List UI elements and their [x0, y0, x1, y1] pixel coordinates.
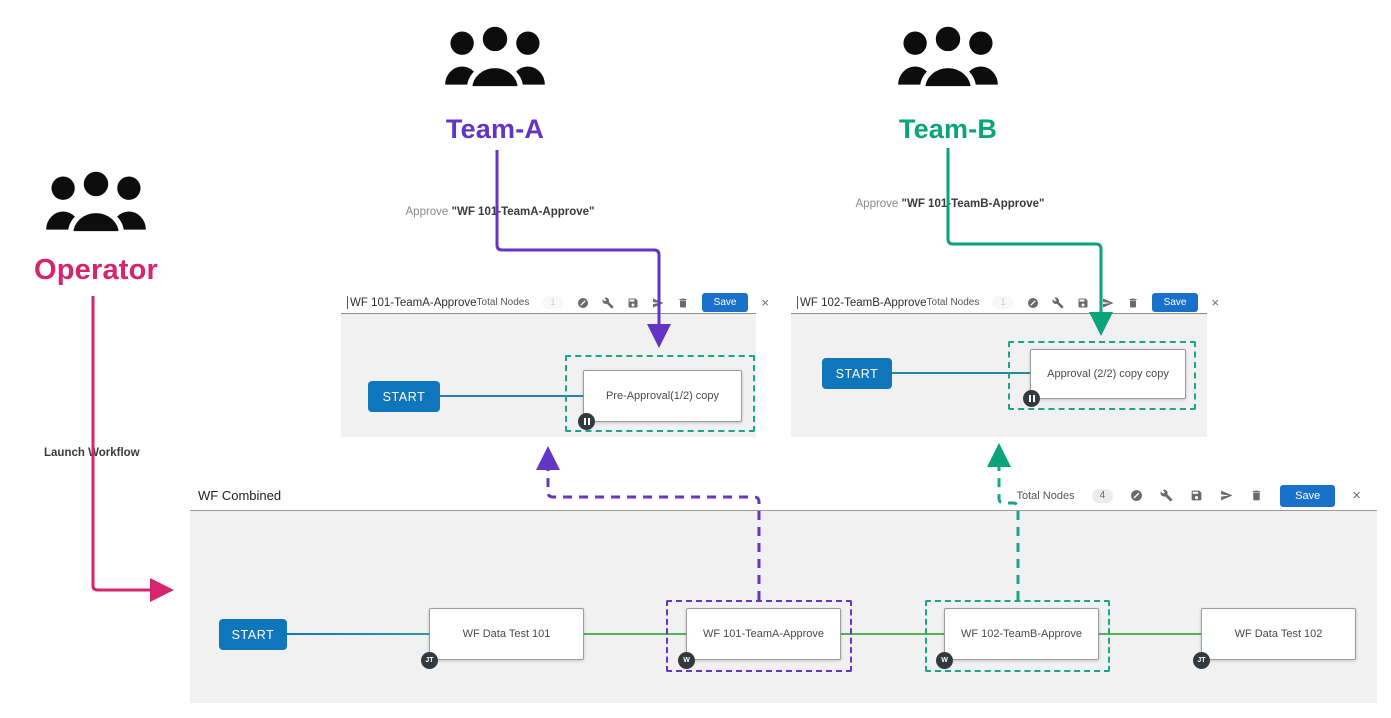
- launch-workflow-text: Launch Workflow: [44, 447, 140, 459]
- selection-box-teal: [925, 600, 1110, 672]
- node-type-badge: W: [936, 652, 953, 669]
- panel-wf101-title: WF 101-TeamA-Approve: [347, 296, 477, 309]
- team-a-label: Team-A: [445, 114, 545, 144]
- operator-label: Operator: [33, 254, 159, 286]
- selection-box-teal: [1008, 341, 1196, 410]
- panel-combined-title: WF Combined: [198, 488, 282, 503]
- panel-wf102-canvas: START Approval (2/2) copy copy: [791, 314, 1207, 437]
- node-type-badge: W: [678, 652, 695, 669]
- wrench-icon[interactable]: [1052, 297, 1064, 309]
- team-a-action-text: Approve "WF 101-TeamA-Approve": [405, 206, 595, 218]
- title-caret: [797, 296, 798, 309]
- selection-box-purple: [666, 600, 852, 672]
- pause-badge: [578, 413, 595, 430]
- start-node[interactable]: START: [219, 619, 287, 650]
- delete-icon[interactable]: [677, 297, 689, 309]
- validate-icon[interactable]: [577, 297, 589, 309]
- save-disk-icon[interactable]: [1077, 297, 1089, 309]
- edge-start-node: [892, 372, 1030, 374]
- send-icon[interactable]: [652, 297, 664, 309]
- title-caret: [347, 296, 348, 309]
- save-button[interactable]: Save: [701, 293, 749, 312]
- total-nodes-badge: 4: [1091, 488, 1114, 503]
- delete-icon[interactable]: [1250, 489, 1263, 502]
- total-nodes-label: Total Nodes: [1016, 489, 1075, 502]
- wrench-icon[interactable]: [602, 297, 614, 309]
- panel-combined-header: WF Combined Total Nodes 4 Save ×: [190, 481, 1377, 511]
- panel-wf101-header: WF 101-TeamA-Approve Total Nodes 1 Save …: [341, 292, 769, 314]
- save-disk-icon[interactable]: [1190, 489, 1203, 502]
- total-nodes-badge: 1: [542, 295, 564, 310]
- save-button[interactable]: Save: [1280, 484, 1336, 507]
- node-type-badge: JT: [421, 652, 438, 669]
- start-node[interactable]: START: [368, 381, 440, 412]
- arrow-operator-launch: [91, 296, 174, 602]
- team-b-label: Team-B: [898, 114, 998, 144]
- start-node[interactable]: START: [822, 358, 892, 389]
- validate-icon[interactable]: [1130, 489, 1143, 502]
- team-a-people-icon: [444, 22, 546, 92]
- validate-icon[interactable]: [1027, 297, 1039, 309]
- save-button[interactable]: Save: [1151, 293, 1199, 312]
- total-nodes-badge: 1: [992, 295, 1014, 310]
- send-icon[interactable]: [1220, 489, 1233, 502]
- edge-node3-node4: [1099, 633, 1201, 635]
- panel-combined: WF Combined Total Nodes 4 Save × START W…: [190, 481, 1377, 703]
- team-b-action-text: Approve "WF 101-TeamB-Approve": [855, 198, 1045, 210]
- close-icon[interactable]: ×: [1352, 487, 1361, 504]
- panel-wf102: WF 102-TeamB-Approve Total Nodes 1 Save …: [791, 292, 1219, 437]
- edge-start-node: [287, 633, 429, 635]
- workflow-node[interactable]: WF 102-TeamB-Approve: [944, 608, 1099, 660]
- workflow-node[interactable]: WF Data Test 102: [1201, 608, 1356, 660]
- total-nodes-label: Total Nodes: [476, 297, 530, 308]
- total-nodes-label: Total Nodes: [926, 297, 980, 308]
- workflow-node[interactable]: Approval (2/2) copy copy: [1030, 349, 1186, 399]
- operator-people-icon: [45, 167, 147, 237]
- close-icon[interactable]: ×: [1211, 295, 1220, 310]
- panel-wf101: WF 101-TeamA-Approve Total Nodes 1 Save …: [341, 292, 769, 437]
- close-icon[interactable]: ×: [761, 295, 770, 310]
- workflow-node[interactable]: Pre-Approval(1/2) copy: [583, 370, 742, 422]
- selection-box-teal: [565, 355, 755, 432]
- send-icon[interactable]: [1102, 297, 1114, 309]
- save-disk-icon[interactable]: [627, 297, 639, 309]
- workflow-node[interactable]: WF 101-TeamA-Approve: [686, 608, 841, 660]
- node-type-badge: JT: [1193, 652, 1210, 669]
- panel-combined-canvas: START WF Data Test 101 WF 101-TeamA-Appr…: [190, 511, 1377, 703]
- edge-start-node: [440, 395, 583, 397]
- edge-node2-node3: [841, 633, 944, 635]
- workflow-node[interactable]: WF Data Test 101: [429, 608, 584, 660]
- panel-wf102-header: WF 102-TeamB-Approve Total Nodes 1 Save …: [791, 292, 1219, 314]
- panel-wf102-title: WF 102-TeamB-Approve: [797, 296, 927, 309]
- team-b-people-icon: [897, 22, 999, 92]
- delete-icon[interactable]: [1127, 297, 1139, 309]
- wrench-icon[interactable]: [1160, 489, 1173, 502]
- pause-badge: [1023, 390, 1040, 407]
- edge-node1-node2: [584, 633, 686, 635]
- panel-wf101-canvas: START Pre-Approval(1/2) copy: [341, 314, 756, 437]
